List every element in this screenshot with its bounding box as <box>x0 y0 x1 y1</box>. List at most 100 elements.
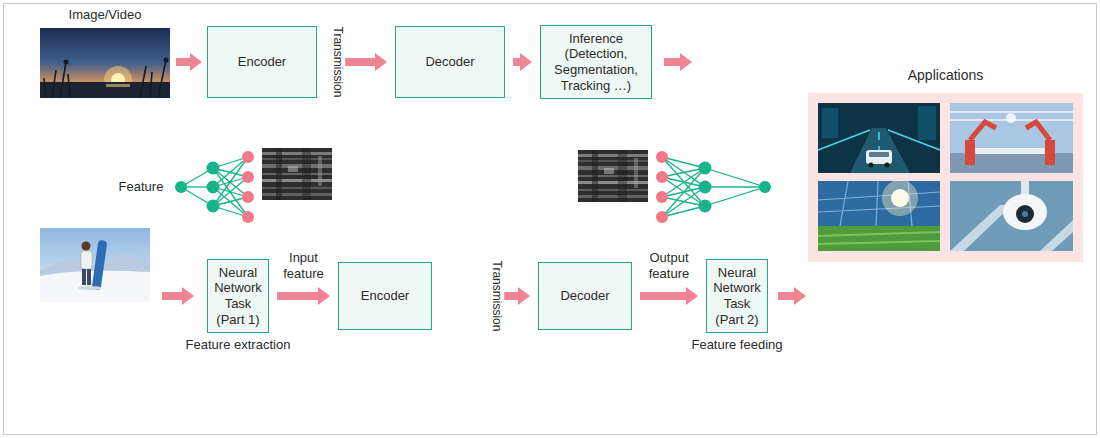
edge-label: Transmission <box>490 259 504 334</box>
photo-smart-factory <box>950 103 1073 173</box>
photo-smart-factory <box>950 103 1073 173</box>
photo-sunset <box>40 28 170 98</box>
feature-map <box>578 150 648 202</box>
photo-sunset <box>64 60 69 65</box>
edge-label-holder: Output feature <box>642 250 696 281</box>
photo-autonomous-car <box>822 108 838 138</box>
flow-arrow <box>778 287 806 305</box>
photo-autonomous-car <box>818 103 940 173</box>
photo-smart-factory <box>970 122 996 140</box>
photo-security-camera <box>1016 205 1034 223</box>
box-label: Neural Network Task (Part 1) <box>212 265 264 327</box>
neural-net-icon <box>656 191 668 203</box>
photo-smart-farm <box>882 180 918 216</box>
neural-net-icon <box>242 171 254 183</box>
figure-frame <box>4 4 1097 435</box>
photo-autonomous-car <box>818 130 940 156</box>
caption-label-holder: Feature feeding <box>691 337 782 353</box>
caption-label: Feature <box>119 179 164 195</box>
photo-snowboarder <box>78 286 102 290</box>
photo-autonomous-car <box>818 103 940 173</box>
photo-sunset <box>40 28 170 98</box>
box-label: Decoder <box>543 288 627 304</box>
inference-box: Inference (Detection, Segmentation, Trac… <box>540 25 652 99</box>
box-label: Inference (Detection, Segmentation, Trac… <box>545 31 647 93</box>
edge-label-holder: Transmission <box>331 25 345 100</box>
photo-smart-farm <box>818 181 940 226</box>
neural-net-icon <box>662 187 705 217</box>
box-label: Decoder <box>400 54 500 70</box>
photo-snowboarder <box>92 240 108 291</box>
photo-snowboarder <box>82 269 86 285</box>
neural-net-icon <box>207 200 220 213</box>
neural-net-icon <box>656 151 771 223</box>
encoder-box: Encoder <box>338 262 432 330</box>
photo-security-camera <box>950 181 1073 251</box>
neural-net-icon <box>759 181 771 193</box>
photo-autonomous-car <box>869 152 889 157</box>
neural-net-icon <box>242 191 254 203</box>
feature-map <box>262 148 332 200</box>
caption-label-holder: Feature <box>119 179 164 195</box>
photo-security-camera <box>1040 220 1073 251</box>
photo-security-camera <box>1022 211 1028 217</box>
photo-security-camera <box>1003 194 1047 230</box>
photo-snowboarder <box>81 251 92 269</box>
neural-net-icon <box>705 168 765 187</box>
photo-smart-farm <box>818 232 940 244</box>
task-box: Neural Network Task (Part 2) <box>706 259 768 333</box>
edge-label: Input feature <box>277 250 331 281</box>
box-label: Neural Network Task (Part 2) <box>711 265 763 327</box>
neural-net-icon <box>213 177 248 206</box>
caption-label-holder: Image/Video <box>69 7 142 23</box>
neural-net-icon <box>662 157 705 168</box>
flow-arrow <box>513 53 532 71</box>
photo-snowboarder <box>40 228 150 302</box>
neural-net-icon <box>662 157 705 206</box>
photo-snowboarder <box>87 269 91 285</box>
neural-net-icon <box>699 200 712 213</box>
neural-net-icon <box>699 162 712 175</box>
photo-smart-farm <box>818 181 940 251</box>
photo-smart-farm <box>891 189 909 207</box>
photo-security-camera <box>1021 181 1029 195</box>
neural-net-icon <box>207 162 220 175</box>
box-label: Encoder <box>343 288 427 304</box>
photo-smart-factory <box>975 148 1049 154</box>
photo-autonomous-car <box>869 163 874 168</box>
panel-fill <box>808 93 1083 262</box>
flow-arrow <box>640 287 698 305</box>
flow-arrow <box>176 53 202 71</box>
box-label: Encoder <box>212 54 312 70</box>
neural-net-icon <box>656 171 668 183</box>
task-box: Neural Network Task (Part 1) <box>207 259 269 333</box>
neural-net-icon <box>705 186 765 187</box>
edge-label-holder: Input feature <box>277 250 331 281</box>
photo-sunset <box>164 58 169 63</box>
neural-net-icon <box>175 151 254 223</box>
neural-net-icon <box>175 181 187 193</box>
panel-heading: Applications <box>808 67 1083 84</box>
edge-label: Transmission <box>331 25 345 100</box>
neural-net-icon <box>656 151 668 163</box>
encoder-box: Encoder <box>207 26 317 98</box>
photo-smart-factory <box>1045 140 1055 165</box>
photo-smart-factory <box>1006 113 1016 123</box>
photo-security-camera <box>950 205 1012 251</box>
photo-security-camera <box>950 181 1073 251</box>
neural-net-icon <box>242 151 254 163</box>
edge-label: Output feature <box>642 250 696 281</box>
neural-net-icon <box>207 181 220 194</box>
photo-smart-factory <box>1026 122 1050 140</box>
caption-label: Image/Video <box>69 7 142 23</box>
caption-label: Feature extraction <box>186 337 291 353</box>
photo-autonomous-car <box>885 163 890 168</box>
neural-net-icon <box>662 168 705 217</box>
photo-autonomous-car <box>866 150 892 164</box>
photo-smart-factory <box>965 140 975 165</box>
photo-autonomous-car <box>918 106 936 140</box>
photo-snowboarder <box>40 228 150 302</box>
photo-sunset <box>44 60 166 98</box>
